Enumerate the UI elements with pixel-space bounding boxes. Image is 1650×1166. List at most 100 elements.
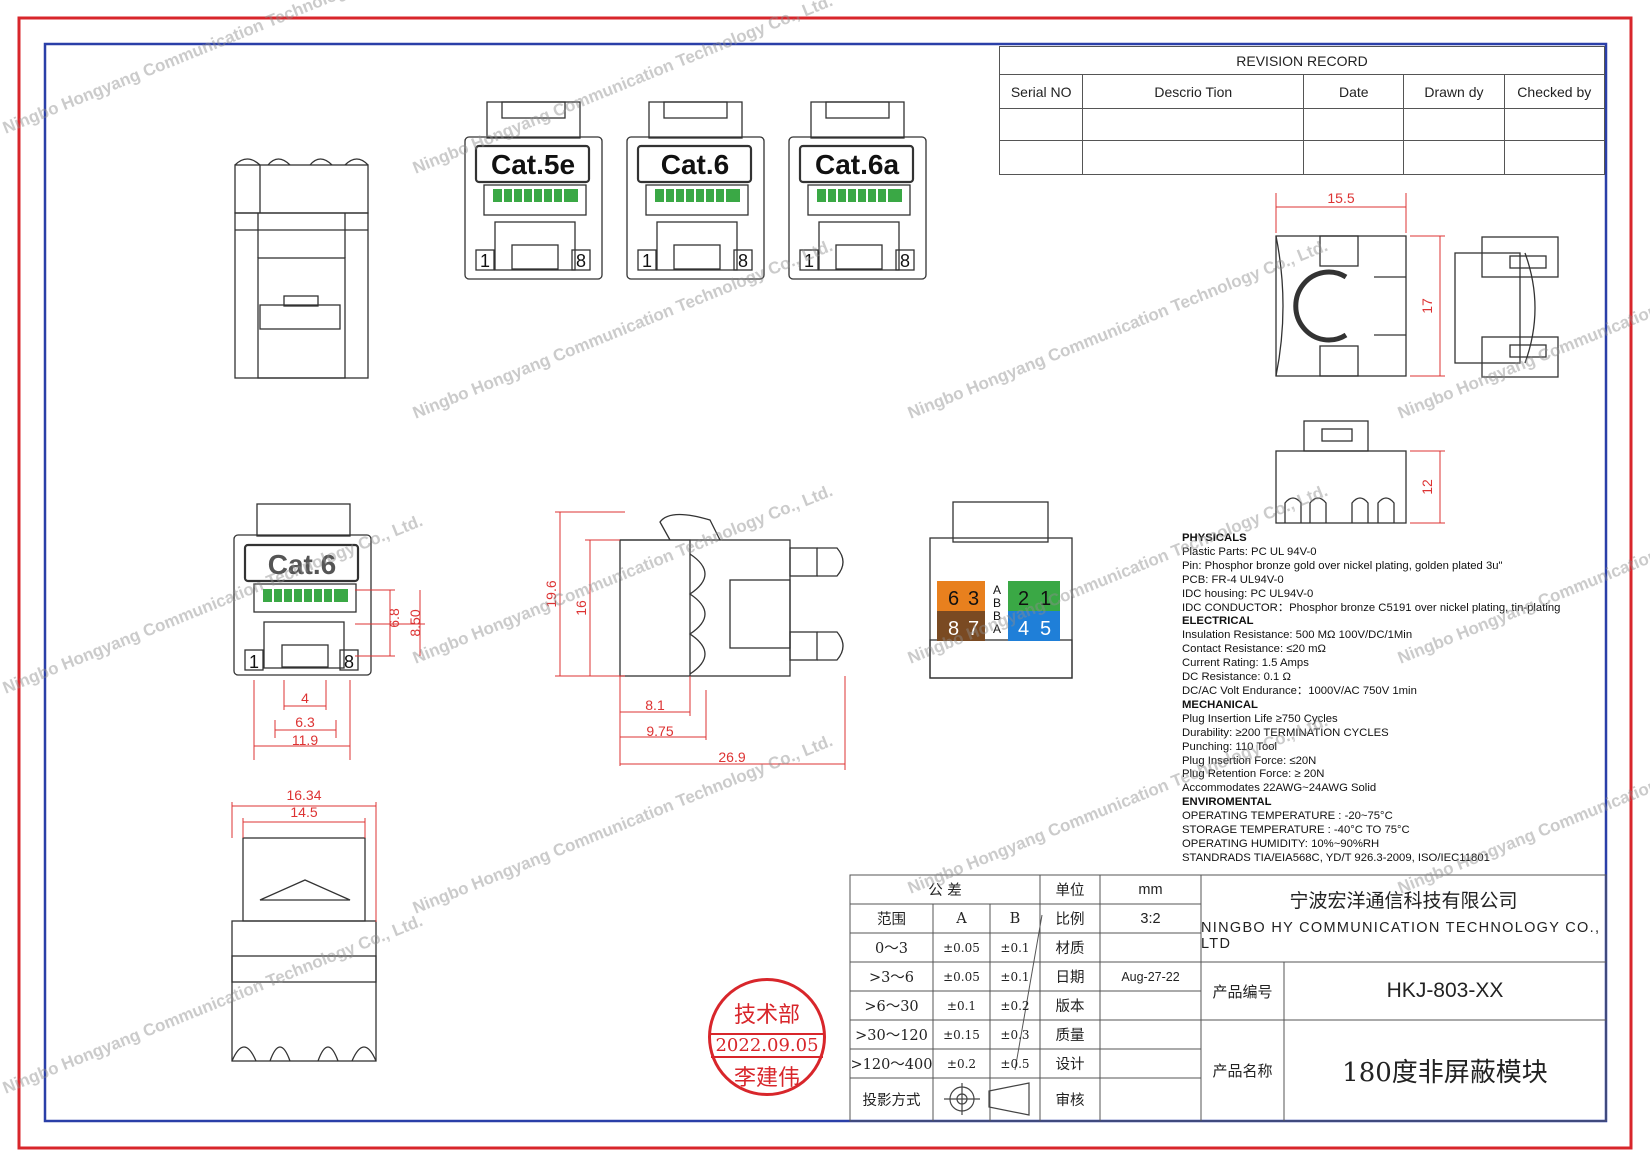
rev-cell [1303, 108, 1405, 141]
dim-14-5: 14.5 [290, 804, 317, 820]
tb-quality-label: 质量 [1055, 1028, 1085, 1044]
tb-design-label: 设计 [1055, 1057, 1085, 1073]
front-view-cat6a [788, 101, 927, 280]
stamp-dept: 技术部 [733, 1003, 800, 1028]
tb-review-label: 审核 [1055, 1093, 1085, 1109]
front-view-cat6 [626, 101, 765, 280]
tb-scale-label: 比例 [1055, 912, 1085, 928]
dim-11-9: 11.9 [292, 732, 318, 748]
stamp-date: 2022.09.05 [711, 1033, 823, 1058]
tb-version-label: 版本 [1055, 999, 1085, 1015]
pin-1-label: 1 [480, 251, 490, 271]
stamp-name: 李建伟 [733, 1066, 800, 1091]
front-label-2: Cat.6a [815, 149, 899, 180]
rev-cell [1082, 108, 1305, 141]
part-no-value: HKJ-803-XX [1386, 979, 1504, 1002]
dim-9-75: 9.75 [646, 723, 673, 739]
tb-range-3: >30～120 [855, 1028, 928, 1044]
front-detail-view [233, 503, 372, 676]
spec-heading: ENVIROMENTAL [1182, 796, 1272, 809]
revision-title: REVISION RECORD [999, 46, 1605, 75]
tb-tolerance: 公 差 [928, 883, 962, 899]
dim-6-3: 6.3 [295, 714, 315, 730]
wire-2: 2 [1018, 588, 1029, 610]
spec-line: Plastic Parts: PC UL 94V-0 [1182, 545, 1317, 558]
dim-12: 12 [1419, 479, 1435, 495]
spec-heading: ELECTRICAL [1182, 615, 1254, 628]
spec-line: Plug Insertion Force: ≤20N [1182, 754, 1317, 767]
top-view-right [1275, 235, 1407, 377]
title-block-grid [849, 874, 1607, 1122]
spec-line: Contact Resistance: ≤20 mΩ [1182, 643, 1326, 656]
pair-brown [937, 611, 985, 641]
dim-15-5: 15.5 [1327, 190, 1354, 206]
pin-1-label: 1 [804, 251, 814, 271]
pair-green [1008, 581, 1060, 611]
detail-dim-lines [253, 589, 425, 760]
tb-unit-value: mm [1138, 881, 1163, 898]
dim-16-34: 16.34 [286, 787, 321, 803]
detail-pin-8: 8 [344, 652, 354, 672]
rev-col-checked: Checked by [1503, 74, 1606, 109]
dim-26-9: 26.9 [718, 749, 745, 765]
tb-a-1: ±0.05 [943, 969, 980, 984]
tb-a-3: ±0.15 [943, 1027, 980, 1042]
detail-pins [263, 589, 348, 602]
tb-range-4: >120～400 [850, 1057, 933, 1073]
spec-line: Accommodates 22AWG~24AWG Solid [1182, 782, 1377, 795]
pin-8-label: 8 [738, 251, 748, 271]
company-name-en: NINGBO HY COMMUNICATION TECHNOLOGY CO., … [1201, 920, 1601, 952]
bottom-dim-lines [231, 802, 377, 922]
dim-8-1: 8.1 [645, 697, 665, 713]
rev-cell [998, 140, 1084, 175]
spec-line: PCB: FR-4 UL94V-0 [1182, 573, 1284, 586]
front-label-1: Cat.6 [661, 149, 729, 180]
rev-cell [1082, 140, 1305, 175]
pin-stripes [502, 189, 888, 202]
dim-6-8: 6.8 [386, 608, 402, 628]
spec-line: OPERATING TEMPERATURE : -20~75°C [1182, 810, 1393, 823]
tb-scale-value: 3:2 [1140, 910, 1161, 927]
spec-line: DC/AC Volt Endurance：1000V/AC 750V 1min [1182, 684, 1417, 697]
pair-orange [937, 581, 985, 611]
tb-material-label: 材质 [1055, 941, 1085, 957]
revision-record: REVISION RECORD Serial NO Descrio Tion D… [998, 46, 1606, 175]
projection-symbol [944, 1082, 1030, 1116]
tb-range-2: >6～30 [864, 999, 919, 1015]
spec-line: IDC housing: PC UL94V-0 [1182, 587, 1314, 600]
part-name-value: 180度非屏蔽模块 [1342, 1058, 1548, 1088]
tb-b-0: ±0.1 [1000, 940, 1030, 955]
spec-line: Plug Retention Force: ≥ 20N [1182, 768, 1325, 781]
spec-line: IDC CONDUCTOR：Phosphor bronze C5191 over… [1182, 601, 1561, 614]
wire-mid-b1: B [993, 596, 1001, 610]
inner-blue-frame [43, 42, 1608, 1123]
wire-1: 1 [1040, 588, 1051, 610]
spec-heading: MECHANICAL [1182, 698, 1258, 711]
rev-col-drawn: Drawn dy [1403, 74, 1505, 109]
rev-cell [1303, 140, 1405, 175]
tb-a-0: ±0.05 [943, 940, 980, 955]
bottom-view-left [231, 837, 377, 1062]
spec-line: Durability: ≥200 TERMINATION CYCLES [1182, 726, 1389, 739]
tb-col-b: B [1009, 910, 1021, 927]
pin-1-label: 1 [642, 251, 652, 271]
wiring-rear-view [929, 501, 1073, 679]
center-side-view [619, 513, 844, 677]
rev-cell [1403, 108, 1505, 141]
dim-4: 4 [301, 690, 309, 706]
spec-line: Current Rating: 1.5 Amps [1182, 657, 1309, 670]
dim-16: 16 [573, 600, 589, 616]
rev-col-date: Date [1303, 74, 1405, 109]
spec-line: Plug Insertion Life ≥750 Cycles [1182, 712, 1338, 725]
rev-col-serial: Serial NO [998, 74, 1084, 109]
tb-a-2: ±0.1 [946, 998, 977, 1013]
rev-cell [1503, 140, 1606, 175]
rev-col-desc: Descrio Tion [1082, 74, 1305, 109]
wire-8: 8 [948, 618, 959, 640]
pin-8-label: 8 [900, 251, 910, 271]
tb-projection: 投影方式 [862, 1093, 921, 1109]
tb-col-a: A [956, 910, 967, 927]
